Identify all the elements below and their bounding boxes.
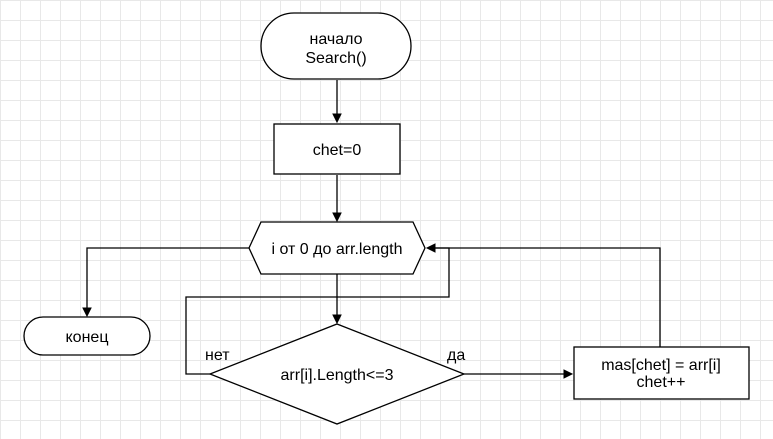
end-terminal[interactable]: конец [23, 316, 151, 356]
edge-action-to-loop [433, 247, 661, 347]
loop-hexagon[interactable]: i от 0 до arr.length [248, 221, 426, 275]
arrowhead [563, 369, 574, 379]
arrowhead [332, 212, 342, 223]
arrowhead [332, 113, 342, 124]
init-process-box[interactable]: chet=0 [273, 123, 401, 175]
edge-label-no: нет [205, 347, 230, 364]
end-label: конец [66, 329, 109, 346]
edge-loop-to-end [86, 247, 249, 310]
start-label-line1: начало [309, 31, 362, 48]
condition-label: arr[i].Length<=3 [281, 367, 394, 384]
condition-diamond[interactable]: arr[i].Length<=3 [208, 323, 466, 425]
edges [82, 80, 661, 379]
loop-label: i от 0 до arr.length [271, 241, 402, 258]
arrowhead [332, 314, 342, 325]
init-label: chet=0 [313, 142, 362, 159]
start-label-line2: Search() [305, 50, 366, 67]
action-label-line2: chet++ [637, 374, 686, 391]
action-label-line1: mas[chet] = arr[i] [601, 357, 721, 374]
edge-label-yes: да [447, 347, 465, 364]
action-process-box[interactable]: mas[chet] = arr[i] chet++ [573, 346, 750, 400]
arrowhead [82, 307, 92, 318]
start-terminal[interactable]: начало Search() [260, 12, 412, 80]
